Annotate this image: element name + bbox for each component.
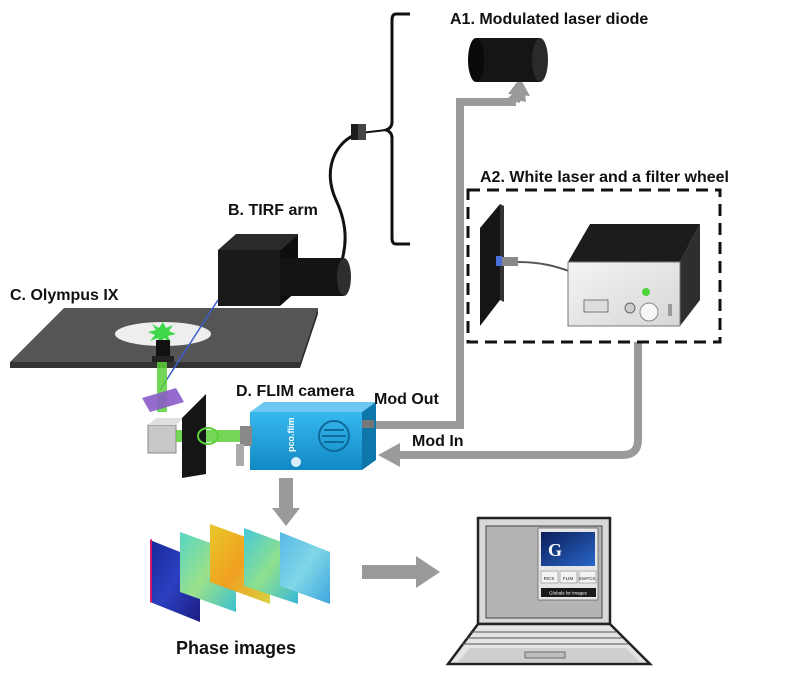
phase-image-5: [280, 532, 330, 604]
laptop-btn-rics: RICS: [544, 576, 555, 581]
label-a2: A2. White laser and a filter wheel: [480, 169, 729, 186]
label-b: B. TIRF arm: [228, 202, 318, 219]
beam-path: [142, 362, 240, 478]
camera-brand-label: pco.flim: [286, 417, 296, 452]
camera-to-images-arrow: [272, 508, 300, 526]
laptop-logo: G: [548, 540, 562, 560]
bracket: [381, 12, 410, 246]
label-a1: A1. Modulated laser diode: [450, 11, 648, 28]
label-phase-images: Phase images: [176, 638, 296, 658]
phase-images: [150, 524, 330, 622]
microscope-stage: [10, 299, 318, 391]
filter-wheel-icon: [480, 204, 504, 326]
label-mod-out: Mod Out: [374, 391, 440, 408]
fiber-cable: [328, 131, 361, 269]
white-laser-box: [466, 188, 722, 344]
mod-in-path: [396, 342, 642, 459]
flim-camera-icon: pco.flim: [236, 402, 376, 470]
laser-diode-icon: [468, 38, 548, 82]
laptop-btn-flim: FLIM: [563, 576, 574, 581]
laptop-icon: G RICS FLIM SimFCS Globals for Images: [445, 516, 654, 666]
label-d: D. FLIM camera: [236, 383, 354, 400]
label-c: C. Olympus IX: [10, 287, 119, 304]
mod-in-arrowhead: [378, 443, 400, 467]
laptop-btn-simfcs: SimFCS: [579, 576, 596, 581]
laptop-caption: Globals for Images: [549, 591, 588, 596]
tirf-arm-icon: [218, 234, 351, 306]
white-laser-icon: [567, 224, 700, 327]
label-mod-in: Mod In: [412, 433, 464, 450]
mod-out-path: [374, 98, 516, 429]
images-to-laptop-arrow: [416, 556, 440, 588]
